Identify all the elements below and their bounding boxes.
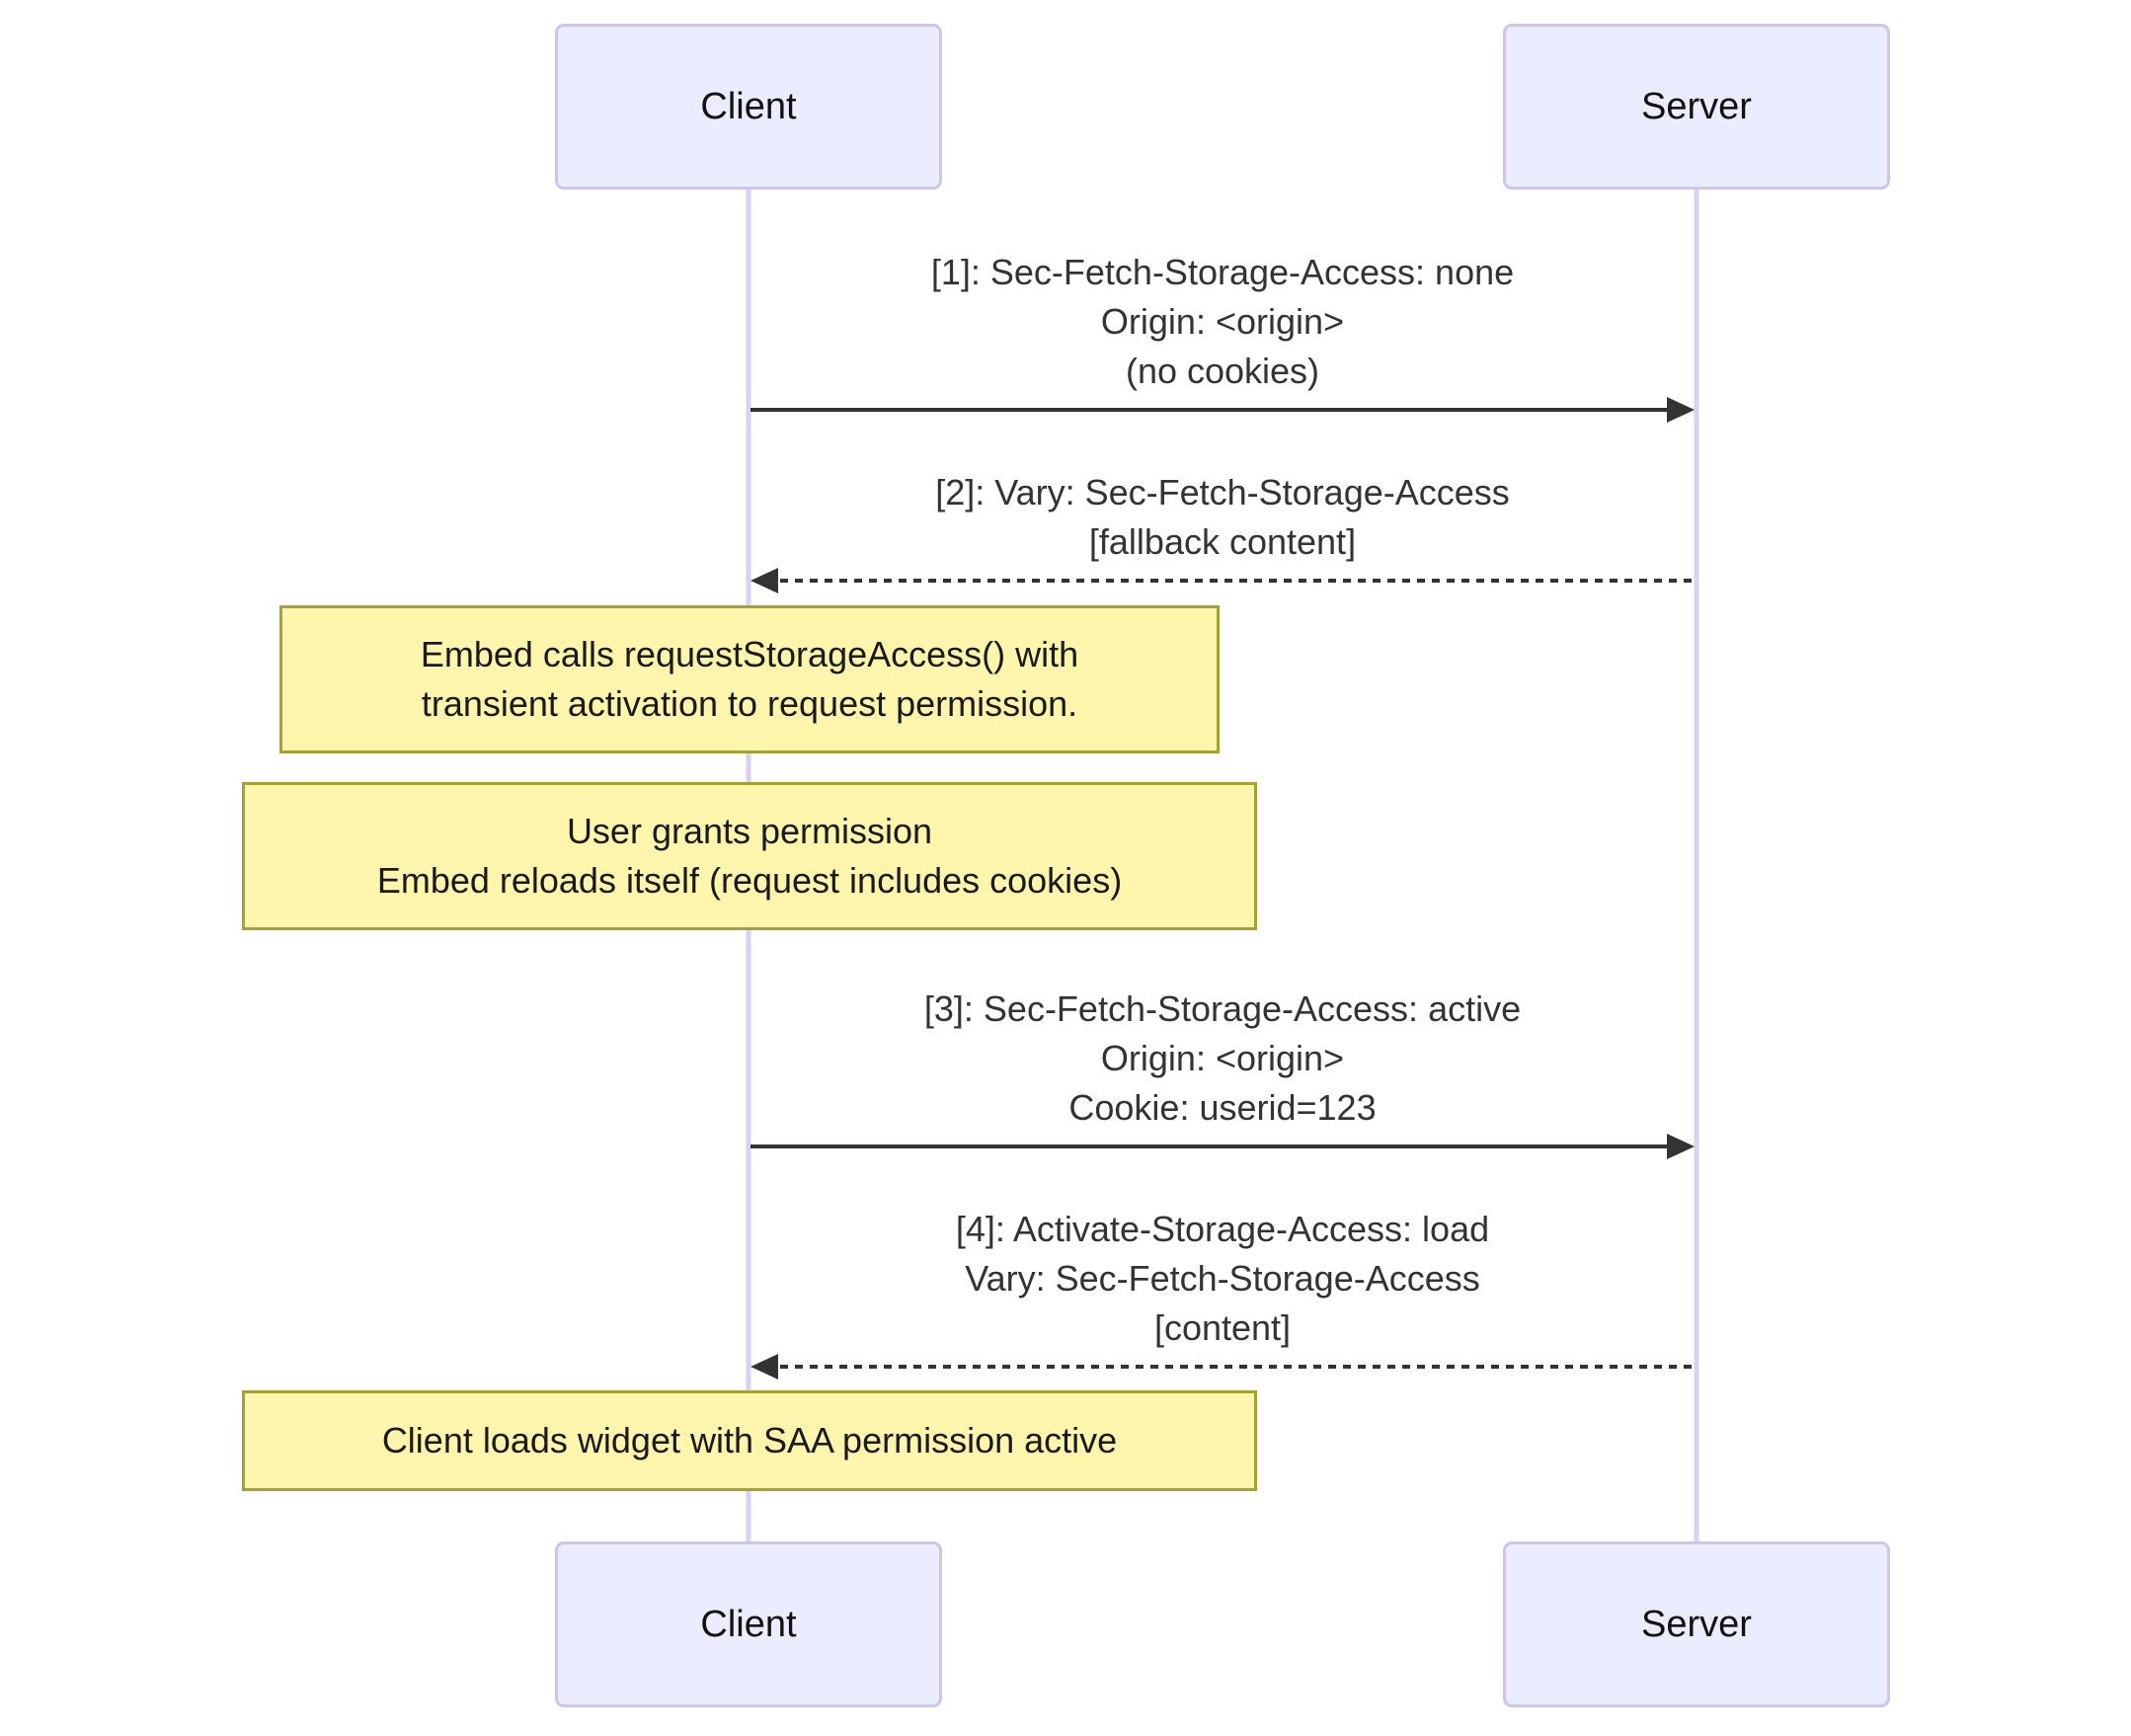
actor-client-bottom: Client bbox=[555, 1541, 942, 1707]
message-3-arrowhead-right-icon bbox=[1667, 1134, 1695, 1159]
note-request-storage-access: Embed calls requestStorageAccess() with … bbox=[279, 605, 1220, 753]
message-text-line: [3]: Sec-Fetch-Storage-Access: active bbox=[923, 988, 1522, 1029]
message-text-line: [2]: Vary: Sec-Fetch-Storage-Access bbox=[935, 472, 1510, 513]
note-text-line: Embed calls requestStorageAccess() with bbox=[420, 634, 1079, 674]
message-text-line: (no cookies) bbox=[1125, 351, 1320, 391]
note-client-loads-widget: Client loads widget with SAA permission … bbox=[242, 1390, 1257, 1491]
message-3-label: [3]: Sec-Fetch-Storage-Access: active Or… bbox=[749, 985, 1697, 1133]
message-text-line: [1]: Sec-Fetch-Storage-Access: none bbox=[930, 252, 1515, 292]
message-text-line: [content] bbox=[1153, 1307, 1292, 1348]
actor-server-label: Server bbox=[1641, 1603, 1752, 1645]
actor-client-top: Client bbox=[555, 24, 942, 190]
note-text-line: transient activation to request permissi… bbox=[421, 683, 1078, 724]
message-text-line: Origin: <origin> bbox=[1100, 301, 1345, 342]
note-user-grants-permission: User grants permission Embed reloads its… bbox=[242, 782, 1257, 930]
actor-server-bottom: Server bbox=[1503, 1541, 1890, 1707]
actor-client-label: Client bbox=[700, 85, 797, 127]
note-text-line: Client loads widget with SAA permission … bbox=[381, 1420, 1118, 1460]
message-4-arrowhead-left-icon bbox=[750, 1354, 778, 1380]
message-text-line: [fallback content] bbox=[1088, 521, 1357, 562]
message-text-line: Origin: <origin> bbox=[1100, 1038, 1345, 1078]
message-1-label: [1]: Sec-Fetch-Storage-Access: none Orig… bbox=[749, 248, 1697, 396]
message-1-arrowhead-right-icon bbox=[1667, 397, 1695, 423]
note-text-line: Embed reloads itself (request includes c… bbox=[376, 860, 1123, 901]
message-text-line: Cookie: userid=123 bbox=[1068, 1087, 1377, 1128]
actor-client-label: Client bbox=[700, 1603, 797, 1645]
actor-server-top: Server bbox=[1503, 24, 1890, 190]
message-text-line: Vary: Sec-Fetch-Storage-Access bbox=[965, 1258, 1480, 1299]
note-text-line: User grants permission bbox=[566, 811, 933, 851]
message-4-label: [4]: Activate-Storage-Access: load Vary:… bbox=[749, 1205, 1697, 1353]
actor-server-label: Server bbox=[1641, 85, 1752, 127]
message-text-line: [4]: Activate-Storage-Access: load bbox=[955, 1209, 1490, 1249]
message-2-label: [2]: Vary: Sec-Fetch-Storage-Access [fal… bbox=[749, 468, 1697, 567]
message-2-arrowhead-left-icon bbox=[750, 568, 778, 593]
